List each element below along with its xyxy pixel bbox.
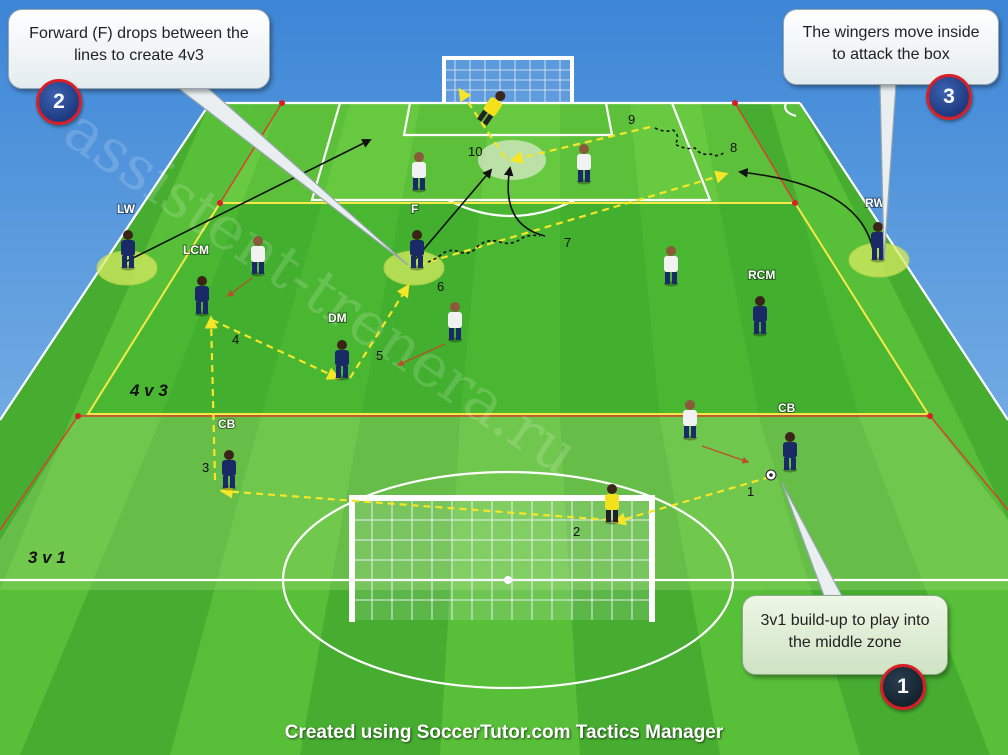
callout-pointers <box>176 83 897 597</box>
label-rw: RW <box>865 196 885 210</box>
opponent-player[interactable] <box>448 302 462 343</box>
opponent-player[interactable] <box>664 246 678 287</box>
player-lw[interactable] <box>121 230 135 271</box>
pass-number-6: 6 <box>437 279 444 294</box>
label-lw: LW <box>117 202 136 216</box>
pass-number-2: 2 <box>573 524 580 539</box>
player-dm[interactable] <box>335 340 349 381</box>
player-cb-right[interactable] <box>783 432 797 473</box>
player-labels: LW LCM F DM RCM RW CB CB <box>116 195 886 432</box>
pass-number-10: 10 <box>468 144 482 159</box>
badge-two: 2 <box>36 79 82 125</box>
player-rcm[interactable] <box>753 296 767 337</box>
bottom-goal <box>349 495 655 622</box>
pass-number-7: 7 <box>564 235 571 250</box>
zone-lines <box>0 100 1008 531</box>
badge-one: 1 <box>880 664 926 710</box>
callout-wingers-inside: The wingers move inside to attack the bo… <box>783 9 999 85</box>
opponent-player[interactable] <box>683 400 697 441</box>
opponent-runs <box>226 277 750 464</box>
player-rw[interactable] <box>871 222 885 263</box>
middle-zone <box>88 203 930 416</box>
label-rcm: RCM <box>748 268 775 282</box>
label-cb-left: CB <box>218 417 236 431</box>
callout-build-up: 3v1 build-up to play into the middle zon… <box>742 595 948 675</box>
movement-arrows <box>124 127 874 263</box>
goalkeeper-top[interactable] <box>476 88 509 126</box>
white-team <box>251 144 697 441</box>
opponent-player[interactable] <box>412 152 426 193</box>
player-forward[interactable] <box>410 230 424 271</box>
pass-number-8: 8 <box>730 140 737 155</box>
pass-number-3: 3 <box>202 460 209 475</box>
footer-credit: Created using SoccerTutor.com Tactics Ma… <box>284 722 724 743</box>
player-cb-left[interactable] <box>222 450 236 491</box>
zone-label-middle: 4 v 3 <box>130 381 168 400</box>
label-dm: DM <box>328 311 347 325</box>
grass-stripes <box>0 103 1008 755</box>
pass-number-1: 1 <box>747 484 754 499</box>
zone-label-back: 3 v 1 <box>28 548 66 567</box>
blue-team <box>121 222 885 491</box>
opponent-player[interactable] <box>577 144 591 185</box>
ball-icon <box>765 469 777 481</box>
pass-number-4: 4 <box>232 332 239 347</box>
pass-arrows <box>204 87 771 526</box>
pass-numbers: 1 2 3 4 5 6 7 8 9 10 <box>202 112 754 539</box>
label-lcm: LCM <box>183 243 209 257</box>
opponent-player[interactable] <box>251 236 265 277</box>
pass-number-9: 9 <box>628 112 635 127</box>
label-f: F <box>411 202 418 216</box>
pass-number-5: 5 <box>376 348 383 363</box>
back-zone <box>0 416 1008 590</box>
goalkeeper-bottom[interactable] <box>605 484 619 525</box>
pitch-lines <box>0 101 1008 690</box>
label-cb-right: CB <box>778 401 796 415</box>
player-lcm[interactable] <box>195 276 209 317</box>
badge-three: 3 <box>926 74 972 120</box>
callout-forward-drops: Forward (F) drops between the lines to c… <box>8 9 270 89</box>
